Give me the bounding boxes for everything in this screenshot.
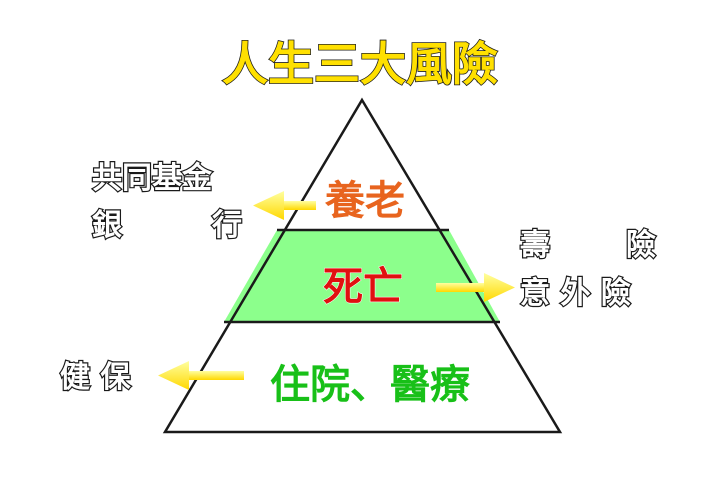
side-label-life-insurance-char-2: 險 [626,228,656,263]
diagram-title: 人生三大風險 [222,37,498,91]
side-label-bank-char-1: 銀 [92,208,122,243]
tier-label-retirement: 養老 [324,178,405,224]
side-label-bank-char-2: 行 [211,208,242,243]
pyramid-tier-bottom [165,322,560,432]
pyramid-tier-top [277,100,449,230]
side-label-accident-insurance: 意 外 險 [520,276,631,311]
tier-label-death: 死亡 [323,264,403,310]
arrow-right-icon [436,273,515,302]
pyramid-outline [162,97,563,434]
pyramid-tier-middle [224,230,500,322]
tier-label-hospital-medical: 住院、醫療 [270,362,471,408]
side-label-life-insurance-char-1: 壽 [520,228,550,263]
arrow-left-icon [158,361,244,390]
side-label-health-insurance: 健 保 [60,360,131,395]
side-label-mutual-fund: 共同基金 [92,161,213,196]
arrow-left-icon [253,191,316,220]
